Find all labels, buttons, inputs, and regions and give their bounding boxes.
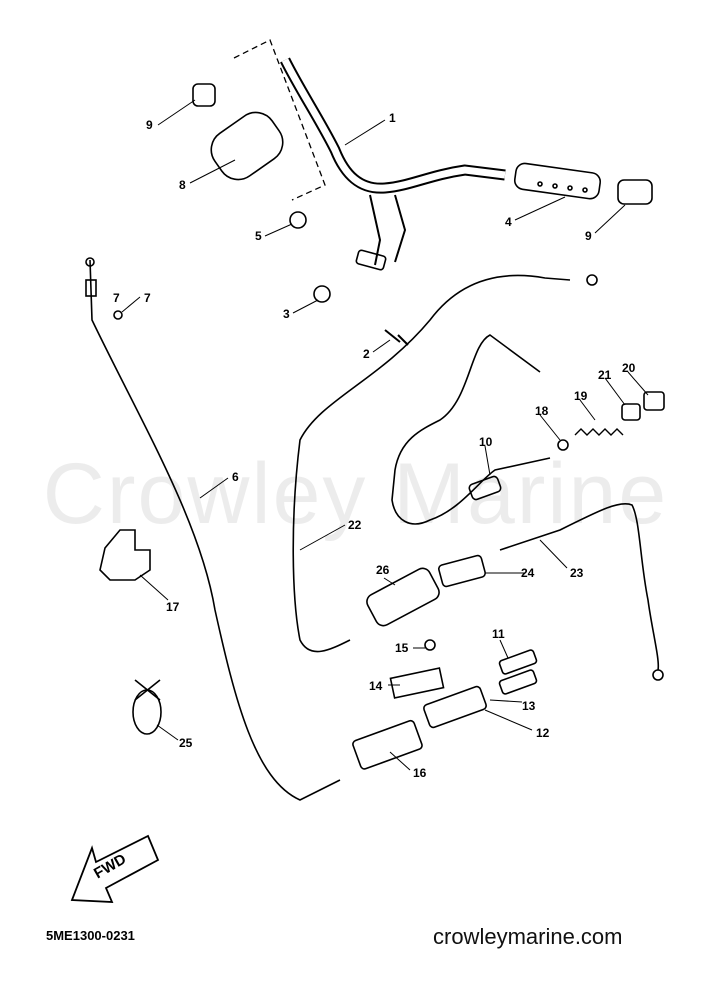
grip-cap-right — [617, 179, 653, 205]
cable-10 — [391, 334, 551, 525]
callout-5: 5 — [255, 229, 262, 243]
callout-9-left: 9 — [146, 118, 153, 132]
diagram-code: 5ME1300-0231 — [46, 928, 135, 943]
callout-15: 15 — [395, 641, 409, 655]
callout-25: 25 — [179, 736, 193, 750]
grip-left — [210, 111, 284, 181]
callout-4: 4 — [505, 215, 512, 229]
terminal-11 — [498, 649, 538, 675]
bolt-2 — [384, 329, 409, 346]
cable-22 — [292, 274, 571, 653]
callout-14: 14 — [369, 679, 383, 693]
throttle-cable-end — [468, 475, 502, 501]
callout-19: 19 — [574, 389, 588, 403]
nut-5 — [289, 211, 307, 229]
mount-clamp — [355, 249, 387, 271]
leader-lines — [121, 99, 649, 771]
callout-22: 22 — [348, 518, 362, 532]
connector-12 — [423, 685, 487, 729]
nut-3 — [313, 285, 331, 303]
callout-12: 12 — [536, 726, 550, 740]
callout-26: 26 — [376, 563, 390, 577]
connector-24 — [438, 554, 486, 588]
cable-6 — [89, 259, 341, 801]
callout-9-right: 9 — [585, 229, 592, 243]
callout-16: 16 — [413, 766, 427, 780]
washer-18 — [557, 439, 569, 451]
watermark-text: Crowley Marine — [42, 446, 669, 542]
cable-23 — [499, 503, 660, 671]
callout-21: 21 — [598, 368, 612, 382]
nut-20 — [643, 391, 665, 411]
bolt-7 — [113, 310, 123, 320]
callout-7a: 7 — [113, 291, 120, 305]
dashed-guide — [233, 39, 326, 201]
terminal-13 — [498, 669, 538, 695]
handle-bracket — [369, 194, 407, 266]
callout-6: 6 — [232, 470, 239, 484]
callout-10: 10 — [479, 435, 493, 449]
callout-7b: 7 — [144, 291, 151, 305]
callout-8: 8 — [179, 178, 186, 192]
fwd-arrow — [70, 834, 160, 903]
callout-24: 24 — [521, 566, 535, 580]
callout-2: 2 — [363, 347, 370, 361]
callout-1: 1 — [389, 111, 396, 125]
callout-17: 17 — [166, 600, 180, 614]
website-link[interactable]: crowleymarine.com — [433, 924, 623, 949]
callout-18: 18 — [535, 404, 549, 418]
screw-15 — [424, 639, 436, 651]
bracket-17 — [99, 529, 151, 581]
callout-23: 23 — [570, 566, 584, 580]
plate-14 — [389, 667, 445, 699]
callout-13: 13 — [522, 699, 536, 713]
nut-21 — [621, 403, 641, 421]
callout-3: 3 — [283, 307, 290, 321]
callout-11: 11 — [492, 627, 505, 641]
grip-cap-left — [192, 83, 216, 107]
callout-20: 20 — [622, 361, 636, 375]
spring-19 — [574, 428, 624, 436]
sleeve-26 — [366, 567, 440, 627]
sleeve-16 — [352, 719, 423, 770]
throttle-grip — [513, 162, 602, 200]
